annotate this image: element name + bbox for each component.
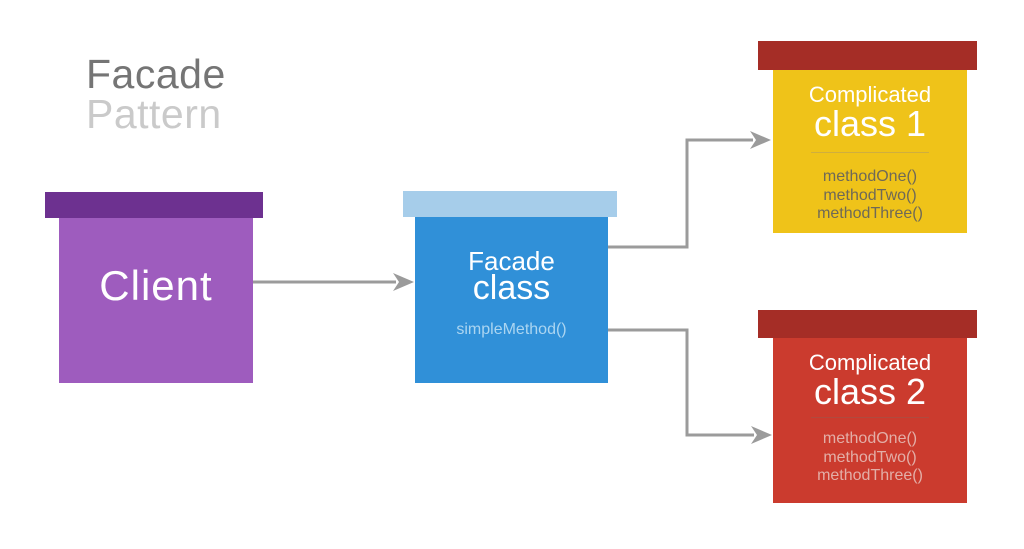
facade-cap	[403, 191, 617, 217]
facade-method-label: simpleMethod()	[456, 321, 567, 338]
facade-body: Facade class simpleMethod()	[415, 217, 608, 383]
method-label: methodThree()	[817, 205, 923, 222]
method-label: methodTwo()	[823, 186, 917, 204]
class2-method-list: methodOne() methodTwo() methodThree()	[773, 430, 967, 486]
method-label: methodOne()	[822, 168, 918, 185]
class1-name-line2: class 1	[813, 103, 927, 144]
diagram-title: Facade Pattern	[86, 51, 226, 137]
method-label: methodTwo()	[823, 448, 917, 466]
class1-divider	[811, 152, 929, 153]
class2-name-line1: Complicated	[808, 350, 932, 375]
method-label: methodOne()	[822, 430, 918, 447]
complicated-class2-body: Complicated class 2 methodOne() methodTw…	[773, 338, 967, 503]
client-body: Client	[59, 218, 253, 383]
arrow-facade-to-class1	[608, 131, 771, 249]
class2-divider	[811, 417, 929, 418]
class1-method-list: methodOne() methodTwo() methodThree()	[773, 168, 967, 224]
class1-name-line1: Complicated	[808, 82, 932, 107]
class2-name-line2: class 2	[813, 371, 927, 412]
facade-name-line2: class	[472, 269, 551, 307]
client-cap	[45, 192, 263, 218]
facade-name-line1: Facade	[468, 246, 555, 276]
complicated-class1-body: Complicated class 1 methodOne() methodTw…	[773, 70, 967, 233]
title-line-primary: Facade	[86, 51, 226, 97]
arrow-facade-to-class2	[608, 328, 772, 444]
client-label: Client	[99, 262, 213, 309]
complicated-class1-cap	[758, 41, 977, 70]
method-label: methodThree()	[817, 467, 923, 484]
complicated-class2-cap	[758, 310, 977, 338]
title-line-secondary: Pattern	[86, 91, 222, 137]
